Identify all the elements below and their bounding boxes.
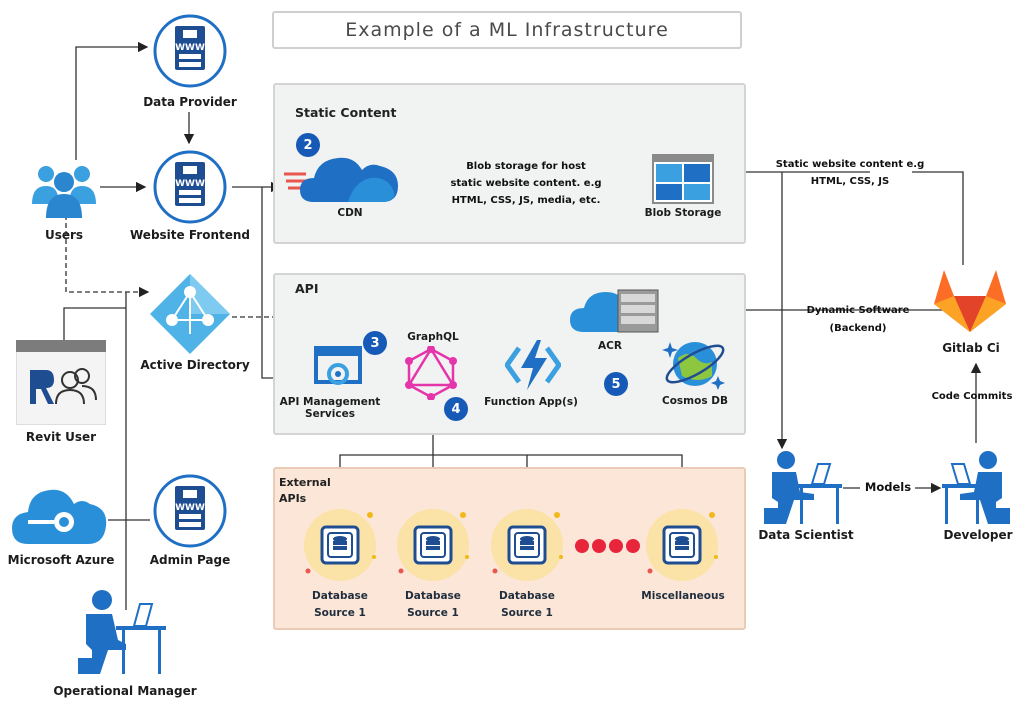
users-label: Users	[44, 228, 84, 242]
miscellaneous-source-icon	[642, 505, 722, 585]
users-icon	[28, 160, 100, 220]
static-note-line-1: Static website content e.g	[775, 159, 925, 170]
source-label-2: Database Source 1	[388, 588, 478, 622]
microsoft-azure-icon	[12, 482, 108, 550]
function-app-icon	[503, 338, 563, 392]
revit-user-label: Revit User	[25, 430, 97, 444]
blob-storage-note: Blob storage for host static website con…	[421, 158, 631, 209]
acr-label: ACR	[598, 340, 622, 352]
function-app-label: Function App(s)	[484, 396, 578, 408]
website-frontend-icon: WWW	[153, 150, 227, 224]
data-scientist-label: Data Scientist	[758, 528, 854, 542]
api-management-label-line-2: Services	[305, 408, 355, 420]
dynamic-note-line-2: (Backend)	[829, 323, 887, 334]
active-directory-icon	[148, 272, 232, 356]
source-2-line-1: Database	[405, 590, 461, 602]
gitlab-ci-label: Gitlab Ci	[942, 341, 1000, 355]
graphql-label: GraphQL	[407, 331, 459, 343]
models-note: Models	[864, 480, 912, 494]
blob-note-line-2: static website content. e.g	[450, 178, 602, 189]
dynamic-software-note: Dynamic Software (Backend)	[798, 302, 918, 338]
blob-storage-icon	[652, 154, 714, 204]
blob-note-line-1: Blob storage for host	[466, 161, 586, 172]
database-source-icon	[487, 505, 567, 585]
api-label: API	[295, 281, 319, 296]
more-sources-ellipsis	[574, 538, 640, 554]
database-source-icon	[300, 505, 380, 585]
acr-icon	[570, 286, 662, 336]
blob-storage-label: Blob Storage	[644, 207, 722, 219]
external-apis-label: External APIs	[279, 476, 331, 505]
static-note-line-2: HTML, CSS, JS	[810, 176, 890, 187]
website-frontend-label: Website Frontend	[130, 228, 250, 242]
active-directory-label: Active Directory	[140, 358, 250, 372]
data-scientist-icon	[760, 450, 844, 526]
cdn-icon	[284, 152, 404, 204]
data-provider-label: Data Provider	[143, 95, 237, 109]
data-provider-icon: WWW	[153, 14, 227, 88]
source-label-1: Database Source 1	[295, 588, 385, 622]
svg-text:WWW: WWW	[175, 179, 205, 189]
source-3-line-1: Database	[499, 590, 555, 602]
cosmos-db-label: Cosmos DB	[662, 395, 728, 407]
source-2-line-2: Source 1	[407, 607, 459, 619]
code-commits-note: Code Commits	[931, 391, 1013, 402]
svg-text:WWW: WWW	[175, 43, 205, 53]
misc-line-1: Miscellaneous	[641, 590, 725, 602]
graphql-icon	[405, 345, 457, 401]
admin-page-icon: WWW	[153, 474, 227, 548]
step-badge-3: 3	[363, 331, 387, 355]
admin-page-label: Admin Page	[149, 553, 231, 567]
api-panel: API	[273, 273, 746, 435]
developer-label: Developer	[943, 528, 1013, 542]
source-1-line-1: Database	[312, 590, 368, 602]
source-label-misc: Miscellaneous	[636, 588, 730, 605]
cosmos-db-icon	[662, 336, 728, 392]
svg-text:WWW: WWW	[175, 503, 205, 513]
static-content-label: Static Content	[295, 105, 397, 120]
revit-user-icon	[15, 339, 107, 426]
source-3-line-2: Source 1	[501, 607, 553, 619]
static-website-note: Static website content e.g HTML, CSS, JS	[768, 156, 932, 190]
blob-note-line-3: HTML, CSS, JS, media, etc.	[451, 195, 601, 206]
gitlab-icon	[932, 266, 1008, 334]
cdn-label: CDN	[337, 207, 363, 219]
operational-manager-icon	[78, 588, 170, 676]
step-badge-5: 5	[604, 372, 628, 396]
operational-manager-label: Operational Manager	[53, 684, 197, 698]
source-1-line-2: Source 1	[314, 607, 366, 619]
microsoft-azure-label: Microsoft Azure	[7, 553, 115, 567]
step-badge-4: 4	[444, 397, 468, 421]
diagram-title: Example of a ML Infrastructure	[272, 11, 742, 49]
api-management-icon	[314, 344, 362, 390]
step-badge-2: 2	[296, 133, 320, 157]
developer-icon	[942, 450, 1014, 526]
source-label-3: Database Source 1	[482, 588, 572, 622]
dynamic-note-line-1: Dynamic Software	[806, 305, 910, 316]
api-management-label-line-1: API Management	[279, 396, 381, 408]
database-source-icon	[393, 505, 473, 585]
api-management-label: API Management Services	[278, 396, 382, 420]
